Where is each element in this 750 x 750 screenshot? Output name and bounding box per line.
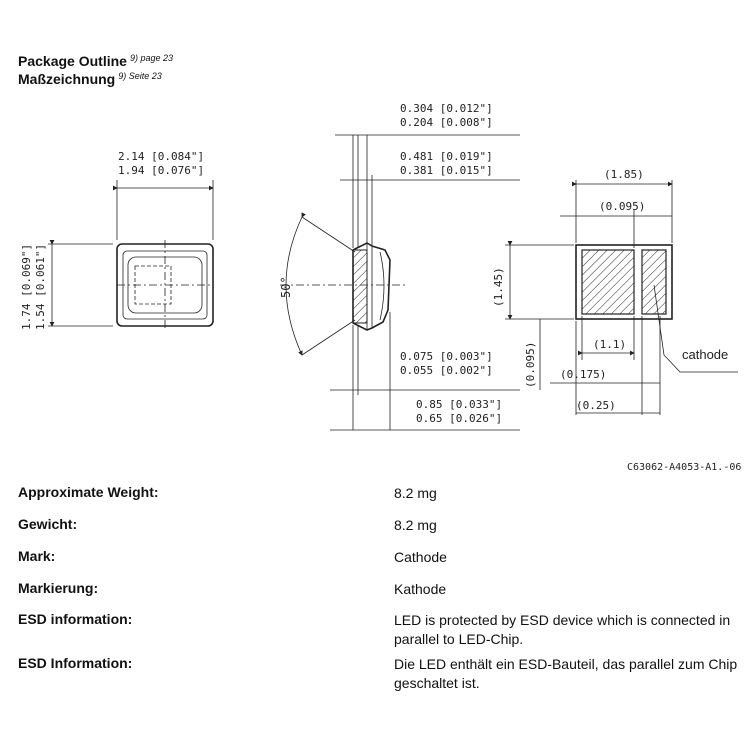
spec-label: Mark: bbox=[18, 548, 56, 564]
side-lens-body bbox=[352, 242, 391, 331]
front-height-label-a: 1.74 [0.069"] bbox=[20, 244, 33, 330]
spec-value: Die LED enthält ein ESD-Bauteil, das par… bbox=[394, 656, 738, 691]
pad-gap-label: (1.1) bbox=[593, 338, 626, 351]
pad-left-in-label: (0.095) bbox=[524, 342, 537, 388]
side-substrate bbox=[352, 249, 368, 324]
spec-value: Cathode bbox=[394, 549, 447, 565]
side-mid-label-a: 0.481 [0.019"] bbox=[400, 150, 493, 163]
title-en-ref: 9) page 23 bbox=[129, 53, 173, 63]
pad-cathode bbox=[641, 249, 667, 315]
front-width-label-a: 2.14 [0.084"] bbox=[118, 150, 204, 163]
spec-value: Kathode bbox=[394, 581, 447, 597]
side-bot-label-b: 0.65 [0.026"] bbox=[416, 412, 502, 425]
spec-value: 8.2 mg bbox=[394, 485, 437, 501]
spec-label: Markierung: bbox=[18, 580, 99, 596]
spec-label: Approximate Weight: bbox=[18, 484, 159, 500]
side-mid-label-b: 0.381 [0.015"] bbox=[400, 164, 493, 177]
pad-height-label: (1.45) bbox=[492, 267, 505, 307]
side-angle-label: 50° bbox=[279, 276, 293, 298]
spec-label: Gewicht: bbox=[18, 516, 78, 532]
front-view: 2.14 [0.084"] 1.94 [0.076"] 1.74 [0.069"… bbox=[20, 150, 214, 330]
drawing-code: C63062-A4053-A1.-06 bbox=[627, 462, 741, 473]
title-de-ref: 9) Seite 23 bbox=[118, 71, 162, 81]
pad-view: (1.85) (0.095) (1.45) (0.095) (1.1) (0.1… bbox=[492, 168, 738, 415]
side-bot-label-a: 0.85 [0.033"] bbox=[416, 398, 502, 411]
side-view: 50° 0.304 [0.012"] 0.204 [0.008"] 0.481 … bbox=[279, 102, 520, 431]
package-outline-drawing: 2.14 [0.084"] 1.94 [0.076"] 1.74 [0.069"… bbox=[20, 102, 741, 473]
title-de-text: Maßzeichnung bbox=[18, 71, 116, 87]
pad-small-label: (0.175) bbox=[560, 368, 606, 381]
side-top-label-b: 0.204 [0.008"] bbox=[400, 116, 493, 129]
side-top-label-a: 0.304 [0.012"] bbox=[400, 102, 493, 115]
pad-width-label: (1.85) bbox=[604, 168, 644, 181]
spec-label: ESD information: bbox=[18, 611, 133, 627]
cathode-label: cathode bbox=[682, 347, 728, 362]
front-height-label-b: 1.54 [0.061"] bbox=[34, 244, 47, 330]
pad-width-in-label: (0.095) bbox=[599, 200, 645, 213]
pad-outline bbox=[575, 244, 673, 320]
spec-value: LED is protected by ESD device which is … bbox=[394, 612, 731, 647]
side-angle-arc bbox=[285, 212, 306, 356]
side-low-label-a: 0.075 [0.003"] bbox=[400, 350, 493, 363]
pad-anode bbox=[581, 249, 635, 315]
front-width-label-b: 1.94 [0.076"] bbox=[118, 164, 204, 177]
side-low-label-b: 0.055 [0.002"] bbox=[400, 364, 493, 377]
spec-value: 8.2 mg bbox=[394, 517, 437, 533]
pad-bottom-label: (0.25) bbox=[576, 399, 616, 412]
spec-label: ESD Information: bbox=[18, 655, 133, 671]
title-en-text: Package Outline bbox=[18, 53, 127, 69]
